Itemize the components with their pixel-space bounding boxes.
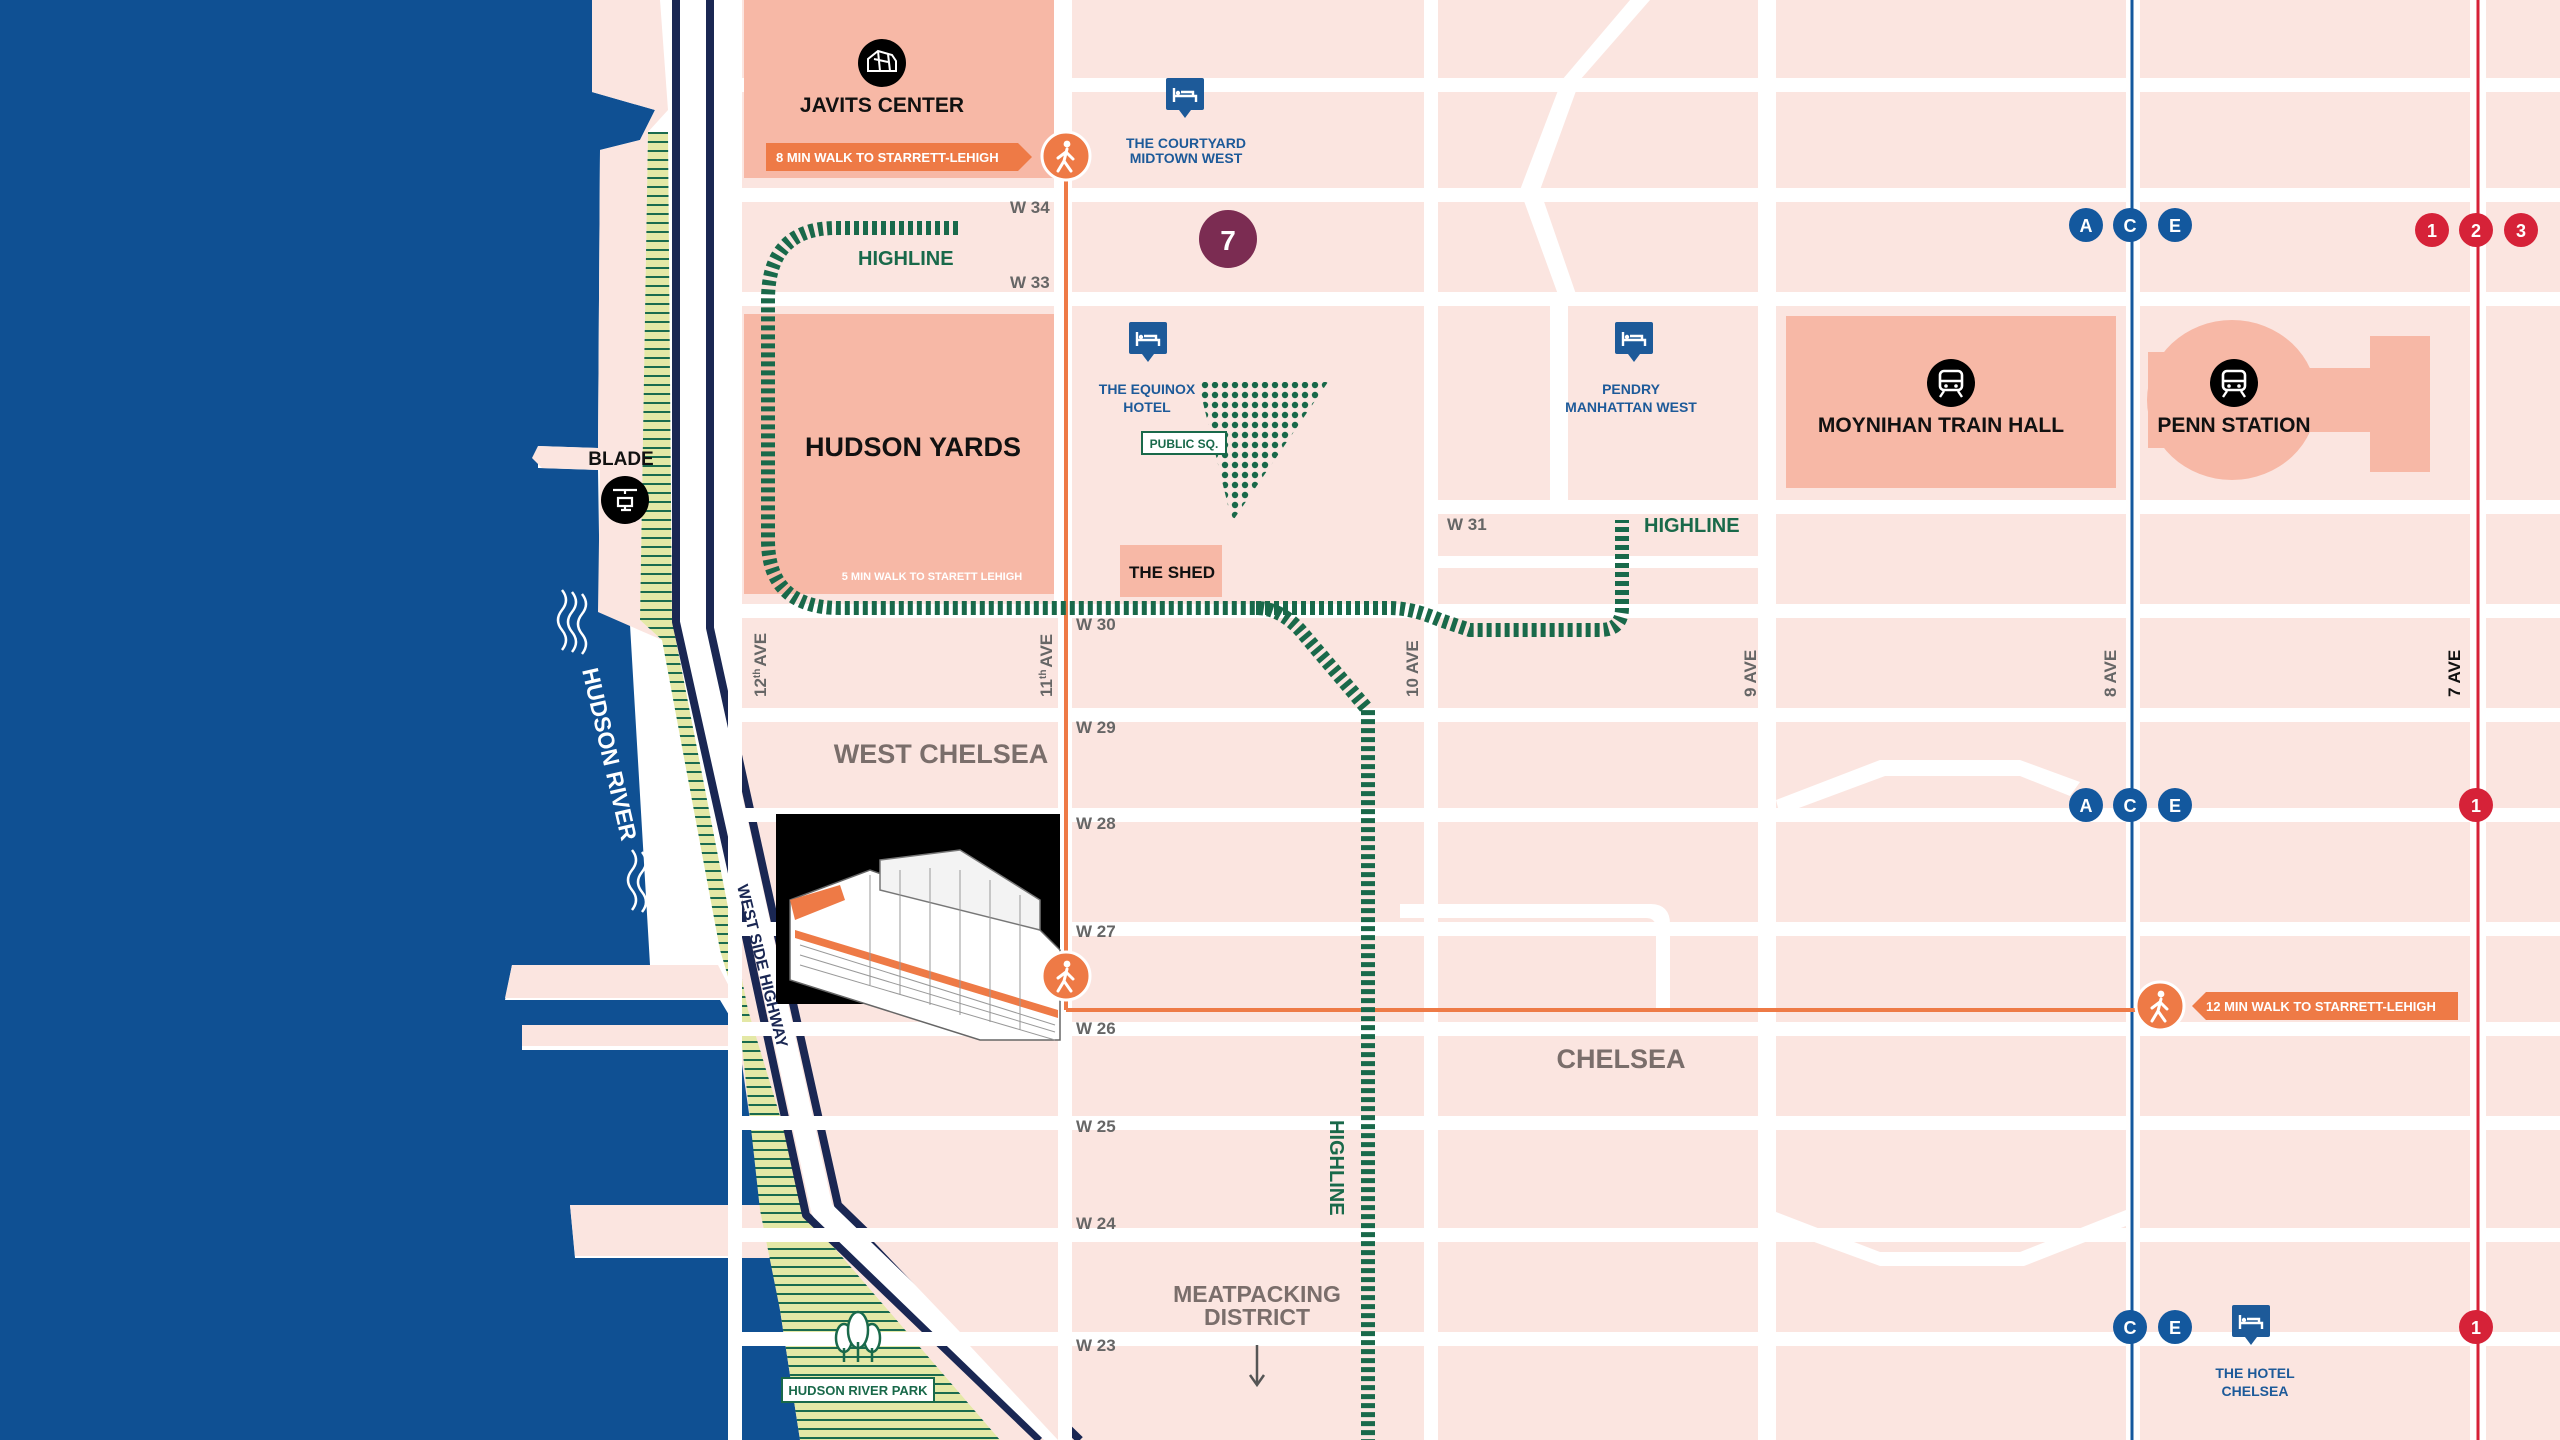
highline-label-north: HIGHLINE xyxy=(858,248,954,270)
wave-icon xyxy=(556,589,588,655)
hotel-equinox-label-1: THE EQUINOX xyxy=(1099,381,1196,397)
street-w23: W 23 xyxy=(1076,1336,1116,1355)
svg-text:2: 2 xyxy=(2471,221,2481,241)
hotel-pendry-label-1: PENDRY xyxy=(1602,381,1660,397)
the-shed-block xyxy=(1120,545,1222,597)
public-square-plaza xyxy=(1198,382,1328,522)
subway-bullet-28th-7ave: 1 xyxy=(2459,788,2493,822)
svg-text:C: C xyxy=(2124,796,2137,816)
pedestrian-icon xyxy=(1040,130,1092,182)
arrow-down-icon xyxy=(1248,1345,1266,1388)
public-square-tag xyxy=(1141,431,1227,455)
street-w31: W 31 xyxy=(1447,515,1487,534)
avenue-10-label: 10 AVE xyxy=(1403,640,1422,697)
tree-icon xyxy=(834,1310,882,1362)
subway-7-label: 7 xyxy=(1220,225,1236,256)
svg-text:C: C xyxy=(2124,1318,2137,1338)
train-icon xyxy=(1925,357,1977,409)
walk-callout-hudson-yards: 5 MIN WALK TO STARETT LEHIGH xyxy=(842,571,1023,583)
street-w27: W 27 xyxy=(1076,922,1116,941)
javits-center-label: JAVITS CENTER xyxy=(800,94,964,117)
street-w30: W 30 xyxy=(1076,615,1116,634)
avenue-12-label: 12thAVE xyxy=(751,633,770,697)
chelsea-label: CHELSEA xyxy=(1556,1044,1685,1074)
svg-text:E: E xyxy=(2169,216,2181,236)
public-square-label: PUBLIC SQ. xyxy=(1150,437,1219,451)
streets xyxy=(728,0,2560,1346)
walk-callout-javits-bg xyxy=(766,143,1032,171)
street-w25: W 25 xyxy=(1076,1117,1116,1136)
street-w29: W 29 xyxy=(1076,718,1116,737)
hotel-chelsea-label-2: CHELSEA xyxy=(2222,1383,2289,1399)
subway-bullets-28th-8ave: A C E xyxy=(2069,788,2192,822)
hotel-pendry-label-2: MANHATTAN WEST xyxy=(1565,399,1697,415)
walking-route xyxy=(1064,156,2160,1012)
highline-label-east: HIGHLINE xyxy=(1644,515,1740,537)
street-w33: W 33 xyxy=(1010,273,1050,292)
street-w24: W 24 xyxy=(1076,1214,1116,1233)
avenue-8-label: 8 AVE xyxy=(2101,650,2120,697)
pedestrian-icon xyxy=(1040,950,1092,1002)
svg-text:E: E xyxy=(2169,796,2181,816)
the-shed-label: THE SHED xyxy=(1129,563,1215,582)
hotel-courtyard-label-1: THE COURTYARD xyxy=(1126,135,1246,151)
hudson-yards-block xyxy=(744,314,1054,594)
street-w26: W 26 xyxy=(1076,1019,1116,1038)
svg-text:11thAVE: 11thAVE xyxy=(1037,634,1056,697)
moynihan-label: MOYNIHAN TRAIN HALL xyxy=(1818,414,2064,437)
hudson-river xyxy=(0,0,800,1440)
blade-label: BLADE xyxy=(588,449,653,470)
helicopter-icon xyxy=(601,476,649,524)
penn-station-label: PENN STATION xyxy=(2157,414,2310,437)
meatpacking-label-1: MEATPACKING xyxy=(1173,1281,1341,1307)
svg-text:1: 1 xyxy=(2471,796,2481,816)
highline-path xyxy=(761,221,1629,1440)
svg-text:A: A xyxy=(2080,796,2093,816)
avenue-9-label: 9 AVE xyxy=(1741,650,1760,697)
subway-bullets-34th-8ave: A C E xyxy=(2069,208,2192,242)
pedestrian-icon xyxy=(2134,980,2186,1032)
starrett-lehigh-building-graphic xyxy=(776,814,1061,1041)
hudson-yards-label: HUDSON YARDS xyxy=(805,432,1021,462)
svg-text:1: 1 xyxy=(2471,1318,2481,1338)
svg-text:1: 1 xyxy=(2427,221,2437,241)
walk-callout-penn-bg xyxy=(2192,992,2458,1020)
hotel-equinox-label-2: HOTEL xyxy=(1123,399,1171,415)
west-chelsea-label: WEST CHELSEA xyxy=(834,739,1049,769)
hudson-river-park-tag xyxy=(781,1377,935,1403)
avenue-11-label: 11thAVE xyxy=(1037,634,1056,697)
highline-label-south: HIGHLINE xyxy=(1325,1120,1347,1216)
subway-bullet-23rd-7ave: 1 xyxy=(2459,1310,2493,1344)
street-w28: W 28 xyxy=(1076,814,1116,833)
avenue-7-label: 7 AVE xyxy=(2445,650,2464,697)
penn-station-block xyxy=(2147,320,2430,480)
subway-bullets-23rd-8ave: C E xyxy=(2113,1310,2192,1344)
hotel-courtyard-label-2: MIDTOWN WEST xyxy=(1130,150,1243,166)
svg-text:E: E xyxy=(2169,1318,2181,1338)
wave-icon xyxy=(626,849,658,915)
svg-text:A: A xyxy=(2080,216,2093,236)
walk-callout-javits: 8 MIN WALK TO STARRETT-LEHIGH xyxy=(776,150,999,165)
street-w34: W 34 xyxy=(1010,198,1050,217)
svg-text:3: 3 xyxy=(2516,221,2526,241)
subway-bullets-34th-7ave: 1 2 3 xyxy=(2415,213,2538,247)
svg-text:C: C xyxy=(2124,216,2137,236)
convention-center-icon xyxy=(858,39,906,87)
svg-text:12thAVE: 12thAVE xyxy=(751,633,770,697)
walk-callout-penn: 12 MIN WALK TO STARRETT-LEHIGH xyxy=(2206,999,2436,1014)
hudson-river-park-label: HUDSON RIVER PARK xyxy=(788,1383,928,1398)
hotel-chelsea-label-1: THE HOTEL xyxy=(2215,1365,2295,1381)
subway-7-bullet xyxy=(1199,210,1257,268)
train-icon xyxy=(2208,357,2260,409)
meatpacking-label-2: DISTRICT xyxy=(1204,1304,1310,1330)
